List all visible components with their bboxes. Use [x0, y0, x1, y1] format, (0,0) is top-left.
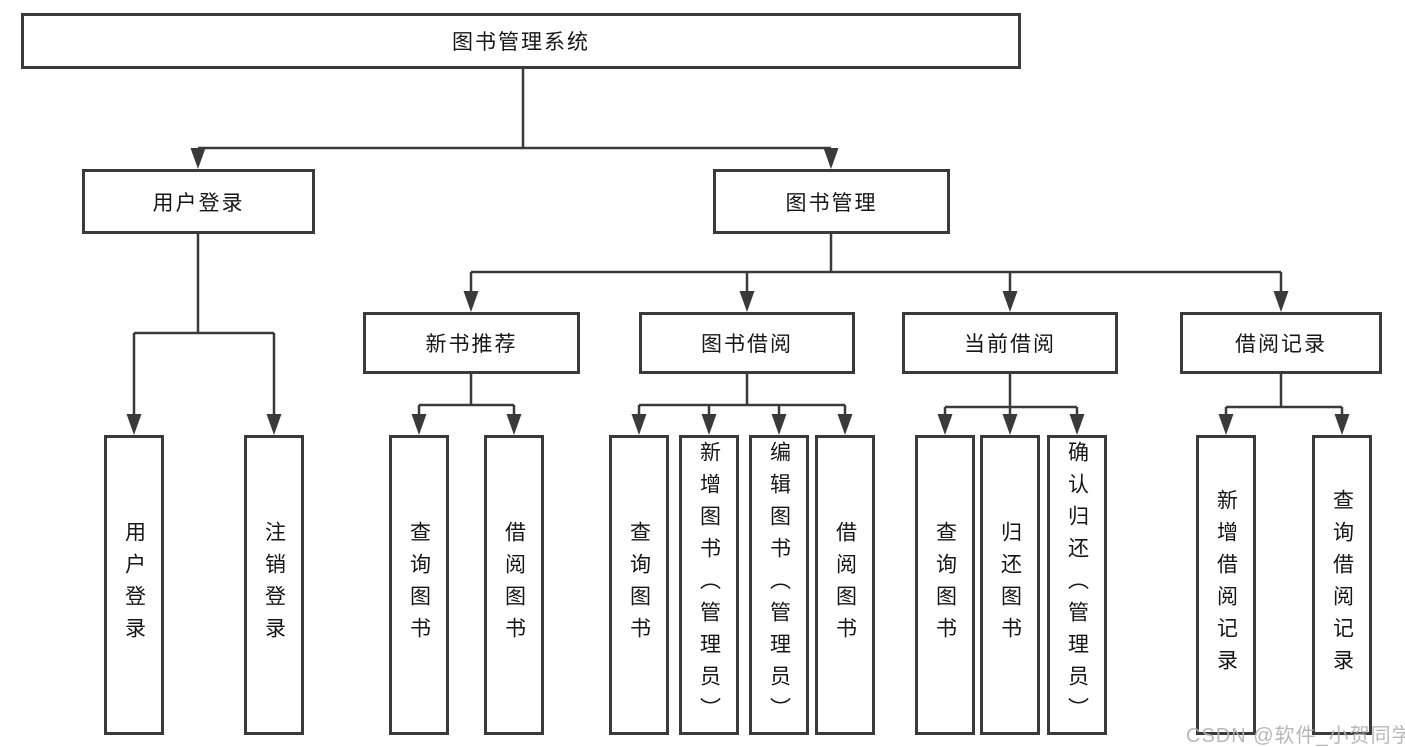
node-user-login-module: 用户登录 — [82, 169, 315, 234]
node-label: 注销登录 — [262, 521, 286, 649]
node-borrowing-records: 借阅记录 — [1180, 312, 1382, 374]
node-label: 查询图书 — [407, 521, 431, 649]
node-label: 借阅记录 — [1235, 333, 1327, 356]
leaf-logout: 注销登录 — [244, 435, 304, 735]
leaf-add-books-admin: 新增图书（管理员） — [679, 435, 739, 735]
node-label: 新书推荐 — [425, 333, 518, 356]
node-label: 借阅图书 — [833, 521, 857, 649]
node-label: 图书借阅 — [701, 333, 793, 356]
node-label: 借阅图书 — [502, 521, 526, 649]
csdn-watermark: CSDN @软件_小贺同学 — [1186, 725, 1405, 747]
node-label: 编辑图书（管理员） — [767, 441, 791, 729]
node-new-book-recommend: 新书推荐 — [363, 312, 580, 374]
leaf-edit-books-admin: 编辑图书（管理员） — [749, 435, 809, 735]
node-label: 新增借阅记录 — [1214, 489, 1238, 681]
node-label: 查询图书 — [627, 521, 651, 649]
leaf-query-books-recommend: 查询图书 — [389, 435, 449, 735]
node-current-borrowing: 当前借阅 — [902, 312, 1118, 374]
leaf-borrow-books: 借阅图书 — [815, 435, 875, 735]
node-book-borrowing: 图书借阅 — [639, 312, 855, 374]
leaf-user-login: 用户登录 — [104, 435, 164, 735]
leaf-borrow-books-recommend: 借阅图书 — [484, 435, 544, 735]
node-label: 查询借阅记录 — [1330, 489, 1354, 681]
leaf-query-books-current: 查询图书 — [915, 435, 975, 735]
leaf-add-borrow-record: 新增借阅记录 — [1196, 435, 1256, 735]
node-label: 图书管理 — [785, 191, 878, 215]
node-label: 查询图书 — [933, 521, 957, 649]
leaf-query-borrow-record: 查询借阅记录 — [1312, 435, 1372, 735]
node-label: 用户登录 — [122, 521, 146, 649]
node-label: 确认归还（管理员） — [1065, 441, 1089, 729]
node-label: 图书管理系统 — [452, 31, 590, 54]
leaf-confirm-return-admin: 确认归还（管理员） — [1047, 435, 1107, 735]
node-label: 归还图书 — [998, 521, 1022, 649]
leaf-return-books: 归还图书 — [980, 435, 1040, 735]
node-label: 用户登录 — [152, 191, 245, 215]
leaf-query-books-borrow: 查询图书 — [609, 435, 669, 735]
node-label: 当前借阅 — [964, 333, 1056, 356]
node-label: 新增图书（管理员） — [697, 441, 721, 729]
node-book-management-module: 图书管理 — [713, 169, 950, 234]
node-root-system: 图书管理系统 — [21, 13, 1021, 69]
